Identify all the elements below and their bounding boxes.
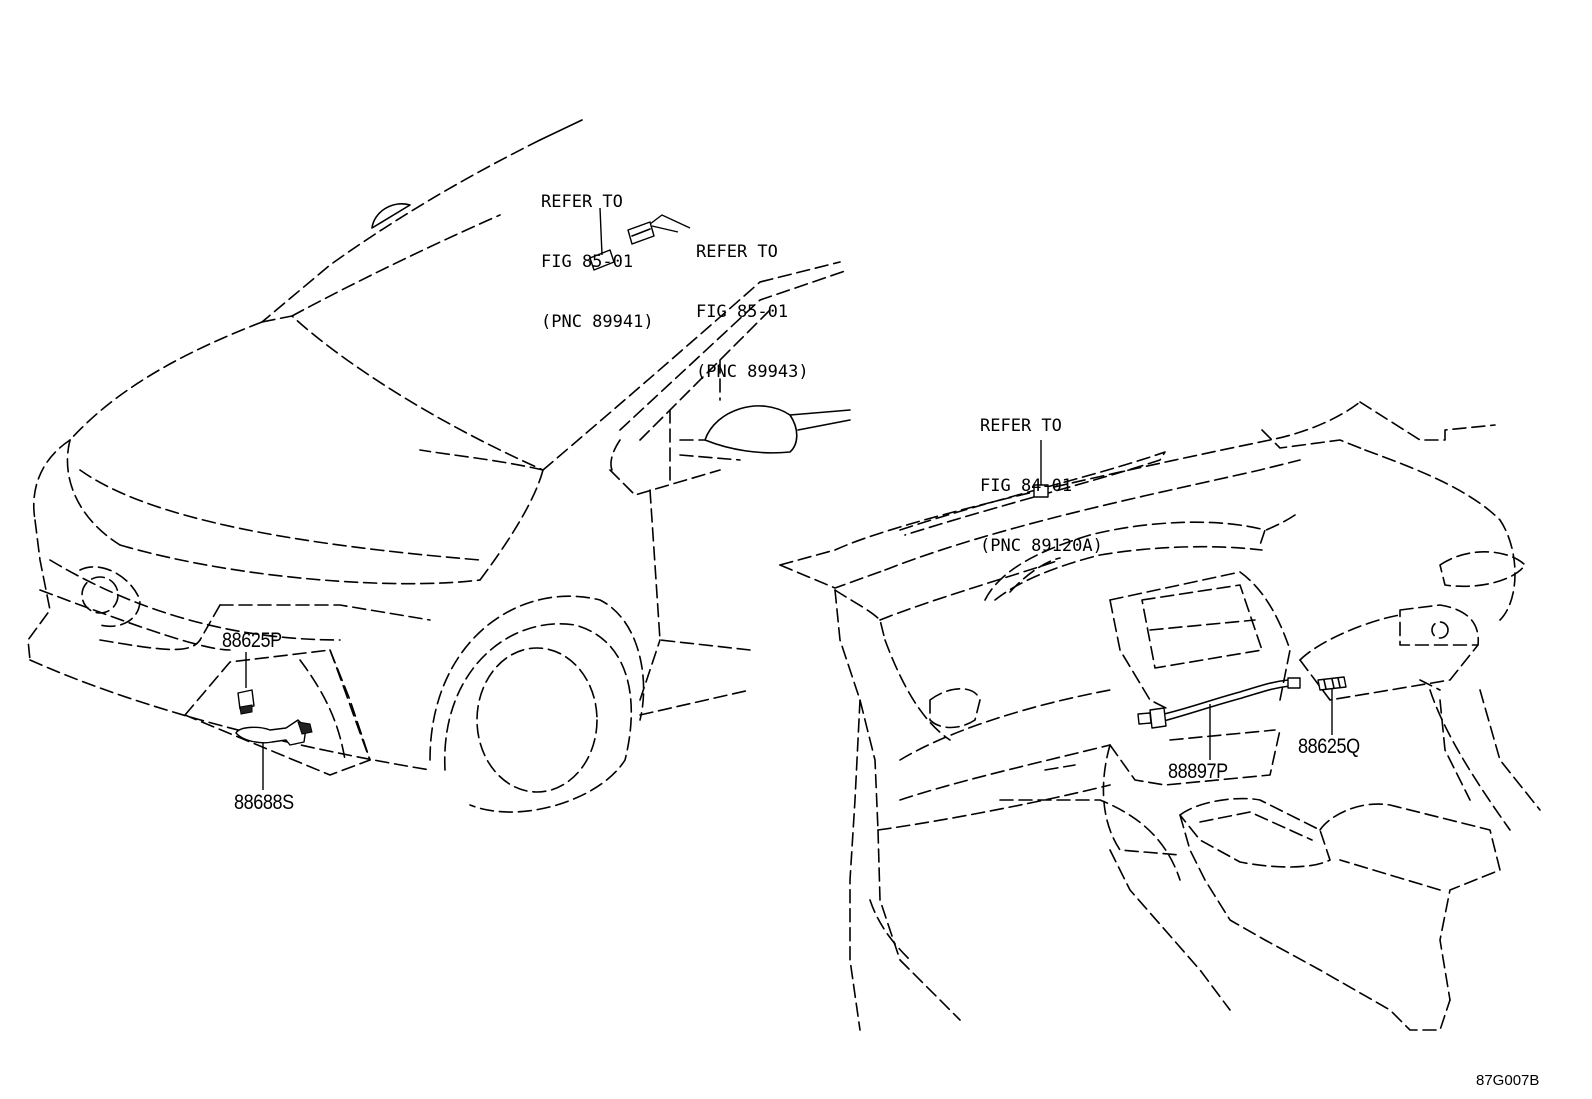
car-front-exterior [27, 119, 851, 813]
part-number-label: 88688S [234, 791, 294, 814]
reference-line-3: (PNC 89943) [696, 362, 809, 382]
reference-label-roof-front: REFER TO FIG 85-01 (PNC 89941) [541, 152, 654, 352]
front-sensor-parts [235, 652, 313, 790]
reference-line-1: REFER TO [696, 242, 778, 262]
reference-label-dashboard: REFER TO FIG 84-01 (PNC 89120A) [980, 376, 1103, 576]
reference-line-1: REFER TO [980, 416, 1062, 436]
reference-line-2: FIG 85-01 [541, 252, 634, 272]
part-number-label: 88625Q [1298, 735, 1360, 758]
reference-line-3: (PNC 89941) [541, 312, 654, 332]
part-number-label: 88625P [222, 629, 282, 652]
dashboard-parts [1033, 440, 1347, 760]
reference-line-1: REFER TO [541, 192, 623, 212]
part-number-label: 88897P [1168, 760, 1228, 783]
reference-label-roof-rear: REFER TO FIG 85-01 (PNC 89943) [696, 202, 809, 402]
reference-line-2: FIG 85-01 [696, 302, 789, 322]
figure-id: 87G007B [1476, 1072, 1540, 1089]
roof-sensor-parts [589, 207, 691, 271]
reference-line-2: FIG 84-01 [980, 476, 1073, 496]
dashboard-interior [779, 401, 1541, 1031]
reference-line-3: (PNC 89120A) [980, 536, 1103, 556]
